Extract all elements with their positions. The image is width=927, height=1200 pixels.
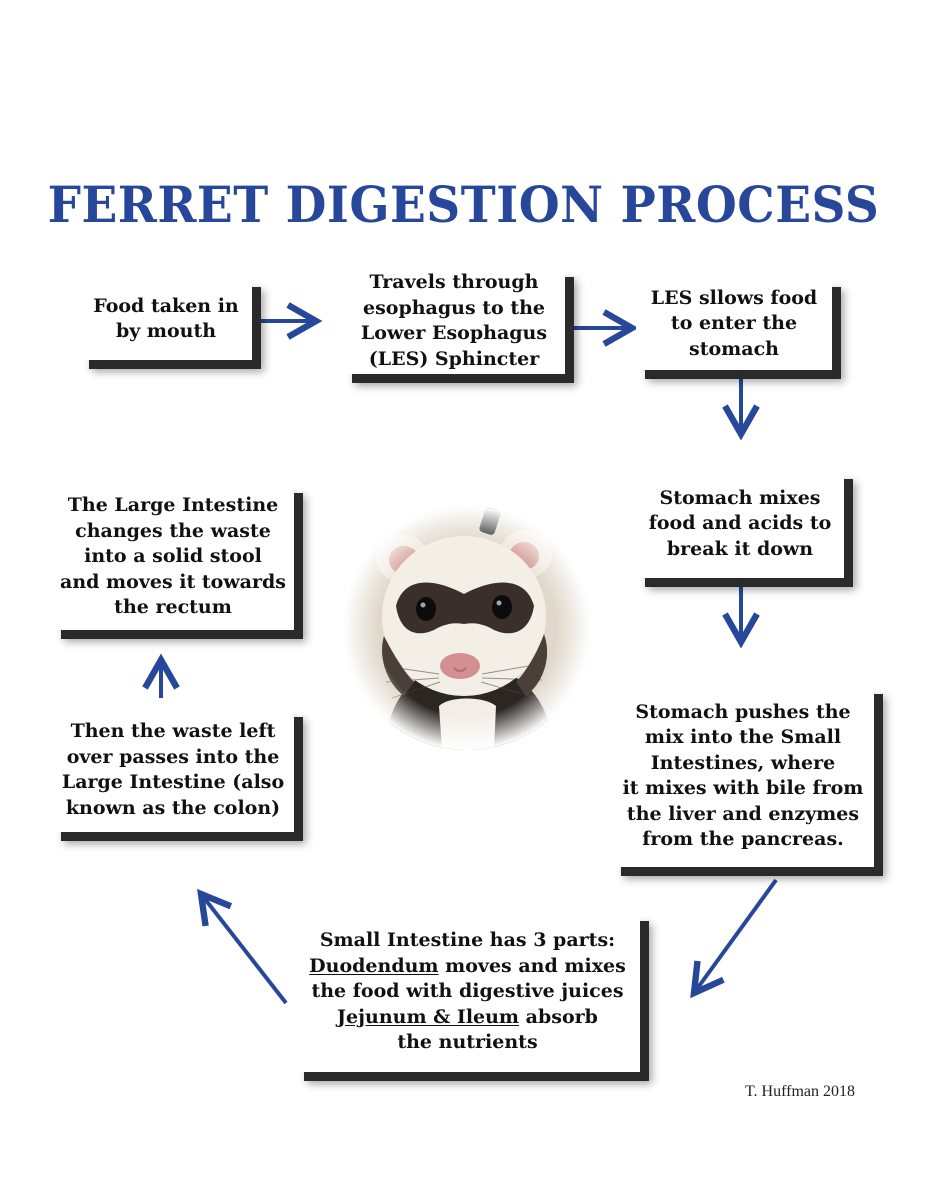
step-stomach-mixes: Stomach mixes food and acids to break it… [636, 470, 844, 578]
step-waste-to-large-intestine: Then the waste left over passes into the… [52, 708, 294, 832]
step-text-line: Stomach mixes [659, 486, 821, 509]
step-text-line: Food taken in [93, 294, 239, 317]
step-text-line: it mixes with bile from [622, 777, 864, 799]
step-text-line: Stomach pushes the [635, 700, 851, 723]
step-text-line: Duodendum moves and mixes [309, 954, 626, 980]
step-text-line: and moves it towards [60, 570, 286, 593]
duodendum-description: moves and mixes [438, 954, 626, 977]
step-text-line: food and acids to [648, 512, 832, 535]
step-text-line: the food with digestive juices [311, 980, 624, 1003]
step-text-line: Travels through [369, 271, 539, 293]
step-les-allows-food: LES sllows food to enter the stomach [636, 278, 832, 370]
arrow-push-to-small-intestine [690, 878, 778, 999]
arrow-small-intestine-to-colon [197, 888, 288, 1005]
step-text-line: The Large Intestine [67, 494, 279, 517]
diagram-title: FERRET DIGESTION PROCESS [47, 176, 880, 235]
step-text-line: over passes into the [66, 745, 280, 768]
step-stomach-pushes: Stomach pushes the mix into the Small In… [612, 685, 874, 867]
step-food-taken-in: Food taken in by mouth [80, 278, 252, 360]
step-text-line: stomach [689, 337, 779, 360]
step-text-line: Intestines, where [650, 751, 836, 774]
step-text-line: by mouth [115, 320, 217, 342]
step-text-line: esophagus to the [362, 296, 546, 319]
step-text-line: the rectum [114, 596, 232, 619]
duodendum-term: Duodendum [309, 954, 439, 977]
step-text-line: into a solid stool [84, 545, 262, 568]
author-credit: T. Huffman 2018 [744, 1083, 855, 1100]
step-small-intestine-parts: Small Intestine has 3 parts: Duodendum m… [295, 912, 640, 1072]
step-text-line: mix into the Small [644, 726, 842, 748]
step-text-line: Small Intestine has 3 parts: [319, 929, 616, 952]
step-text-line: (LES) Sphincter [368, 347, 540, 370]
step-text-line: known as the colon) [65, 796, 281, 819]
step-esophagus: Travels through esophagus to the Lower E… [343, 268, 565, 374]
step-text-line: Large Intestine (also [61, 771, 285, 793]
jejunum-ileum-description: absorb [519, 1005, 598, 1028]
step-text-line: break it down [666, 537, 814, 560]
jejunum-ileum-term: Jejunum & Ileum [337, 1005, 520, 1028]
step-large-intestine-stool: The Large Intestine changes the waste in… [52, 484, 294, 630]
step-text-line: the liver and enzymes [626, 802, 860, 825]
step-text-line: Lower Esophagus [360, 322, 548, 344]
step-text-line: LES sllows food [650, 286, 818, 309]
step-text-line: Then the waste left [70, 720, 276, 742]
step-text-line: Jejunum & Ileum absorb [337, 1005, 598, 1031]
step-text-line: from the pancreas. [642, 828, 844, 850]
ferret-photo [344, 506, 590, 750]
step-text-line: changes the waste [75, 519, 271, 542]
step-text-line: to enter the [670, 312, 798, 335]
step-text-line: the nutrients [397, 1031, 538, 1054]
